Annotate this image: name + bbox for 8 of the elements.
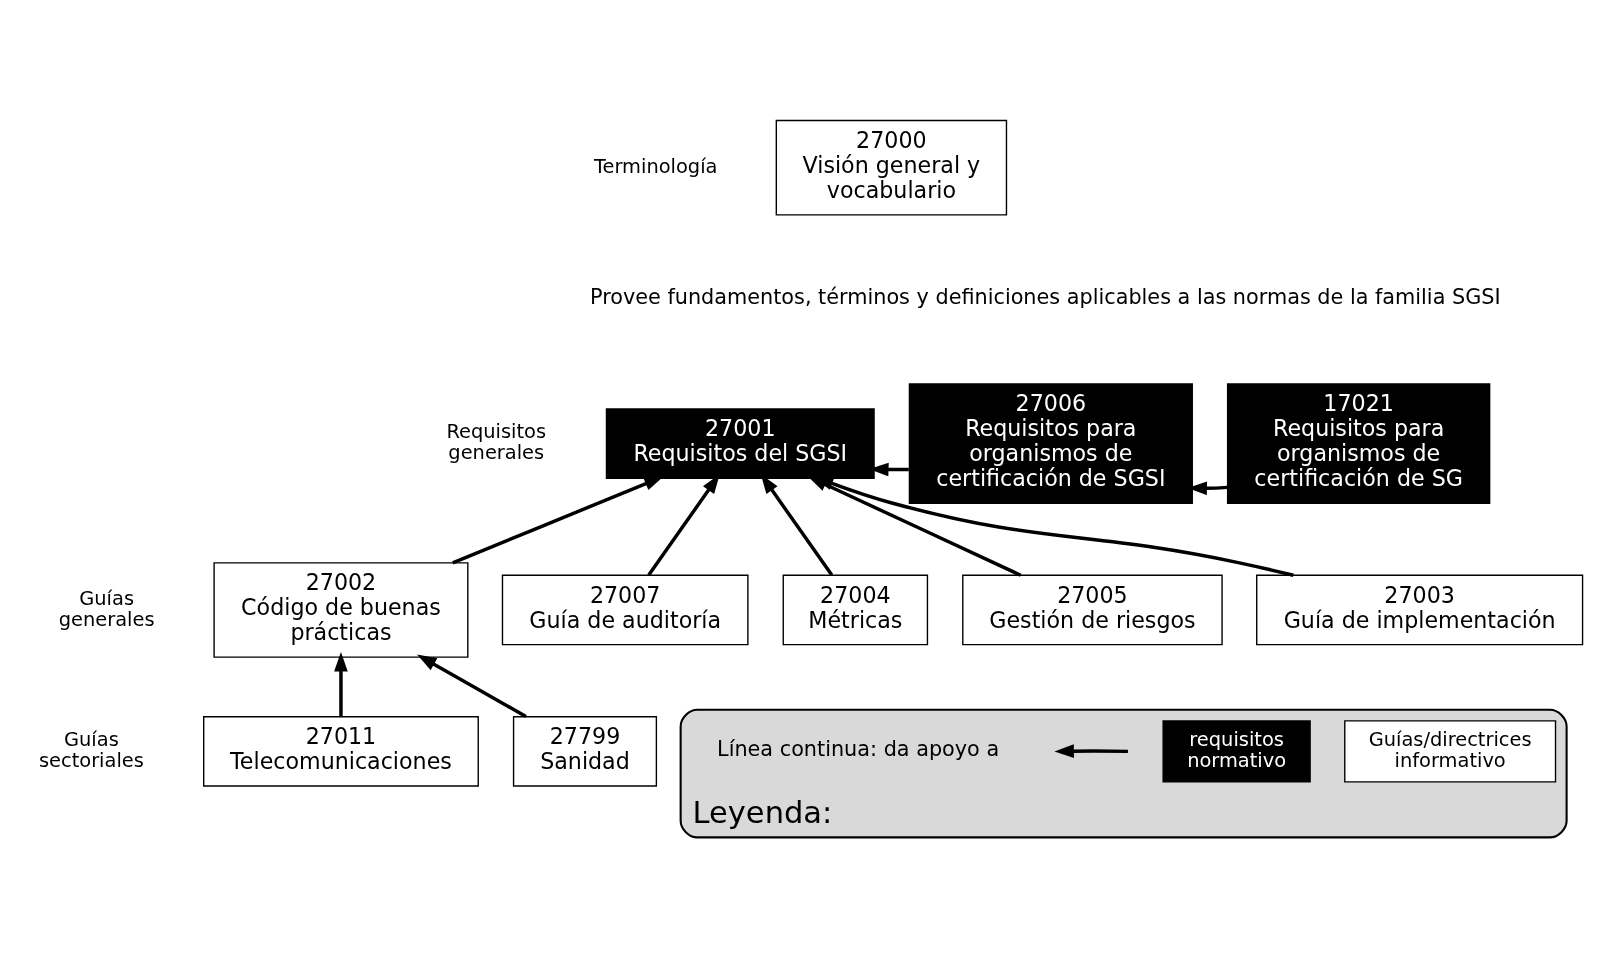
legend-label: requisitos normativo [1187, 728, 1287, 772]
label: Requisitos generales [446, 420, 547, 465]
label: Guías sectoriales [38, 728, 144, 772]
label: Provee fundamentos, términos y definiciones aplicables a las normas de la familia SGSI [589, 285, 1501, 310]
legend-label: Línea continua: da apoyo a [717, 737, 1000, 762]
label: Guías generales [58, 586, 155, 631]
legend-label: Guías/directrices informativo [1368, 728, 1532, 772]
label: Terminología [593, 154, 718, 178]
